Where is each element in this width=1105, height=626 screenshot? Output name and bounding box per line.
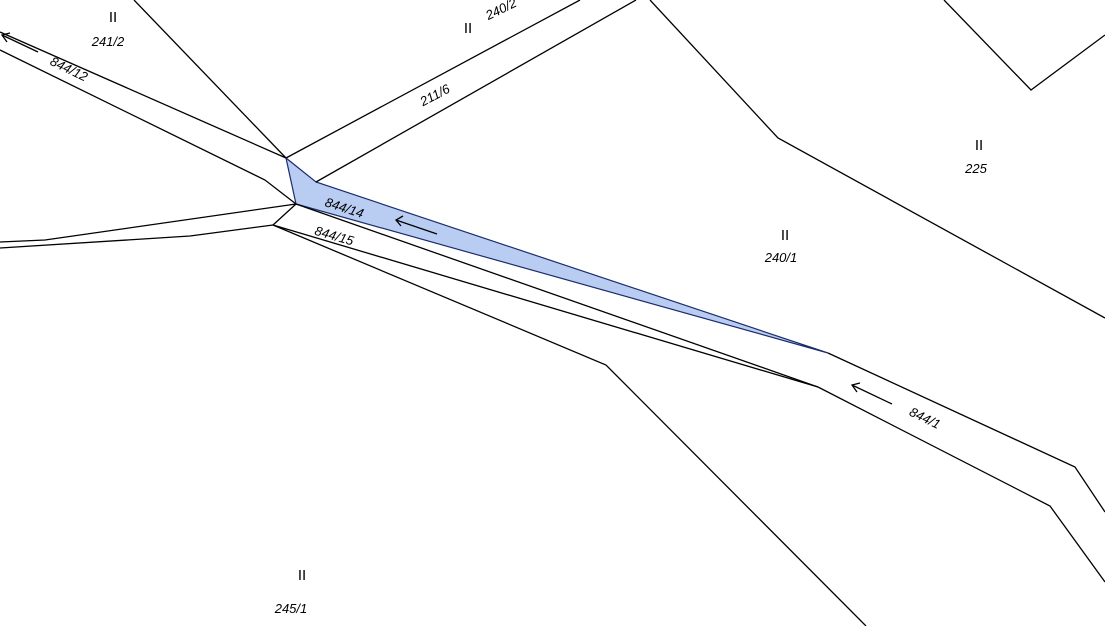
parcel-class-label: II [298,567,306,584]
arrow-left-icon [395,215,438,235]
parcel-class-label: II [464,20,472,37]
arrow-left-icon [850,382,893,405]
boundary-line [272,224,867,626]
direction-arrows [0,32,893,405]
parcel-class-label: II [975,137,983,154]
boundary-line [649,0,1105,319]
boundary-line [827,352,1105,513]
arrow-left-icon [0,32,39,53]
parcel-number-label: 240/1 [764,250,798,265]
boundary-line [272,203,297,226]
parcel-class-label: II [781,227,789,244]
boundary-line [943,0,1105,91]
boundary-line [315,0,637,183]
parcel-number-label: 241/2 [91,34,125,49]
boundary-line [285,0,581,159]
boundary-line [0,224,274,249]
parcel-class-label: II [109,9,117,26]
parcel-number-label: 240/2 [482,0,519,23]
boundary-line [0,31,287,159]
boundary-line [133,0,287,159]
parcel-number-label: 225 [964,161,987,176]
selected-parcel-844-14[interactable] [285,156,829,354]
boundary-line [295,203,819,388]
road-number-label: 844/1 [907,404,943,432]
boundary-line [817,386,1105,583]
parcel-number-label: 245/1 [274,601,308,616]
boundary-line [0,203,297,243]
boundary-line [272,224,819,388]
boundary-line [0,49,297,205]
parcel-labels: II 241/2 II 240/2 II 225 II 240/1 II 245… [91,0,988,616]
road-number-label: 844/12 [48,53,91,84]
